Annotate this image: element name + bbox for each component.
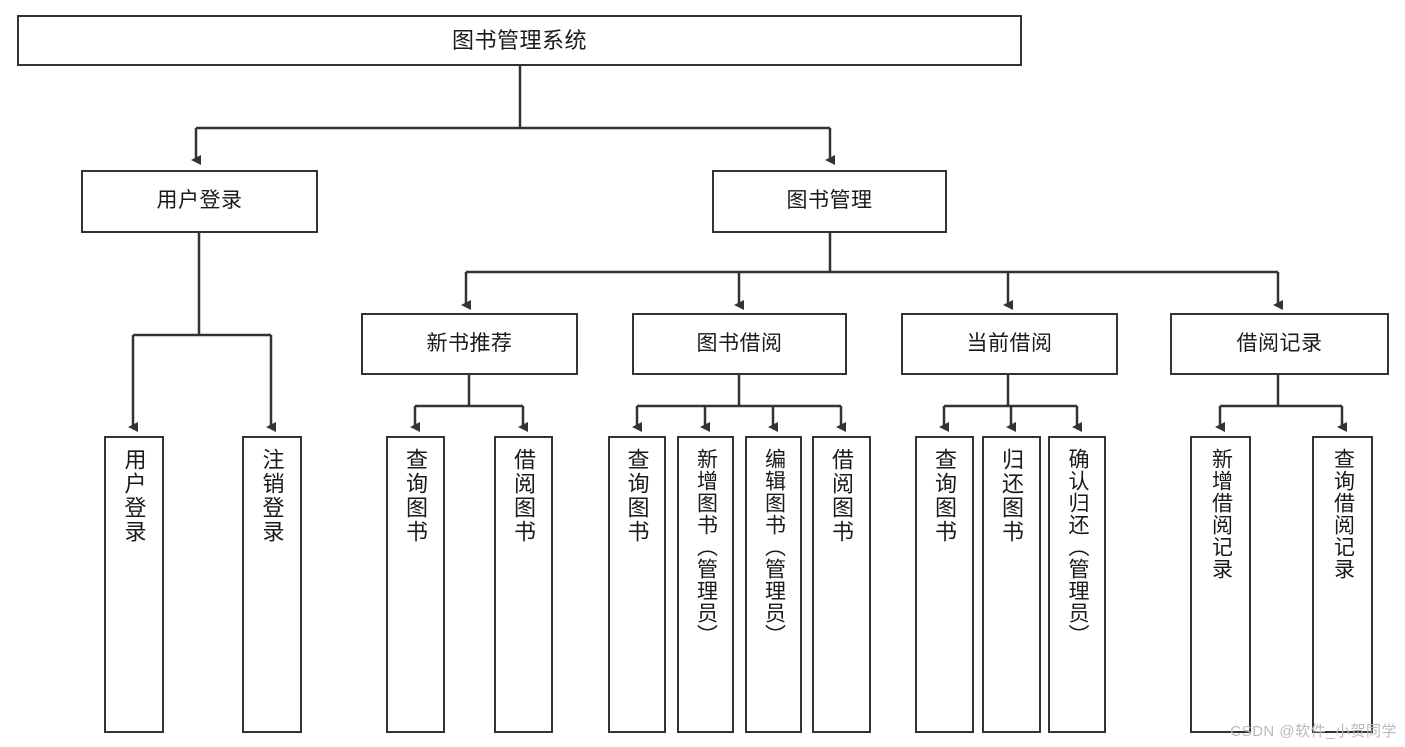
node-leaf-borrow-book-1[interactable]: 借阅图书 [494, 436, 553, 733]
node-book-borrow[interactable]: 图书借阅 [632, 313, 847, 375]
node-leaf-add-record-label: 新增借阅记录 [1209, 448, 1233, 580]
node-leaf-confirm-return[interactable]: 确认归还（管理员） [1048, 436, 1106, 733]
node-book-management[interactable]: 图书管理 [712, 170, 947, 233]
node-borrow-record-label: 借阅记录 [1236, 331, 1323, 355]
node-root-label: 图书管理系统 [451, 27, 587, 53]
node-leaf-query-book-2[interactable]: 查询图书 [608, 436, 666, 733]
node-leaf-borrow-book-2-label: 借阅图书 [829, 448, 855, 544]
node-leaf-confirm-return-label: 确认归还（管理员） [1066, 448, 1090, 646]
node-leaf-user-login-label: 用户登录 [121, 448, 147, 544]
node-leaf-query-book-1[interactable]: 查询图书 [386, 436, 445, 733]
node-leaf-query-book-3[interactable]: 查询图书 [915, 436, 974, 733]
node-borrow-record[interactable]: 借阅记录 [1170, 313, 1389, 375]
node-new-book-recommend-label: 新书推荐 [426, 331, 513, 355]
node-leaf-edit-book-label: 编辑图书（管理员） [762, 448, 786, 646]
node-leaf-query-record[interactable]: 查询借阅记录 [1312, 436, 1373, 733]
node-user-login[interactable]: 用户登录 [81, 170, 318, 233]
node-leaf-add-book[interactable]: 新增图书（管理员） [677, 436, 734, 733]
node-leaf-add-book-label: 新增图书（管理员） [694, 448, 718, 646]
node-leaf-user-logout[interactable]: 注销登录 [242, 436, 302, 733]
node-leaf-borrow-book-1-label: 借阅图书 [511, 448, 537, 544]
node-root[interactable]: 图书管理系统 [17, 15, 1022, 66]
node-leaf-query-record-label: 查询借阅记录 [1331, 448, 1355, 580]
node-leaf-edit-book[interactable]: 编辑图书（管理员） [745, 436, 802, 733]
node-current-borrow-label: 当前借阅 [966, 331, 1053, 355]
node-book-management-label: 图书管理 [786, 189, 873, 213]
node-user-login-label: 用户登录 [156, 189, 243, 213]
watermark: CSDN @软件_小贺同学 [1230, 723, 1397, 740]
node-leaf-user-login[interactable]: 用户登录 [104, 436, 164, 733]
node-leaf-query-book-1-label: 查询图书 [403, 448, 429, 544]
node-leaf-user-logout-label: 注销登录 [259, 448, 285, 544]
node-current-borrow[interactable]: 当前借阅 [901, 313, 1118, 375]
node-leaf-borrow-book-2[interactable]: 借阅图书 [812, 436, 871, 733]
node-leaf-query-book-2-label: 查询图书 [624, 448, 650, 544]
node-leaf-query-book-3-label: 查询图书 [932, 448, 958, 544]
node-leaf-add-record[interactable]: 新增借阅记录 [1190, 436, 1251, 733]
node-new-book-recommend[interactable]: 新书推荐 [361, 313, 578, 375]
node-leaf-return-book[interactable]: 归还图书 [982, 436, 1041, 733]
node-book-borrow-label: 图书借阅 [696, 331, 783, 355]
node-leaf-return-book-label: 归还图书 [999, 448, 1025, 544]
